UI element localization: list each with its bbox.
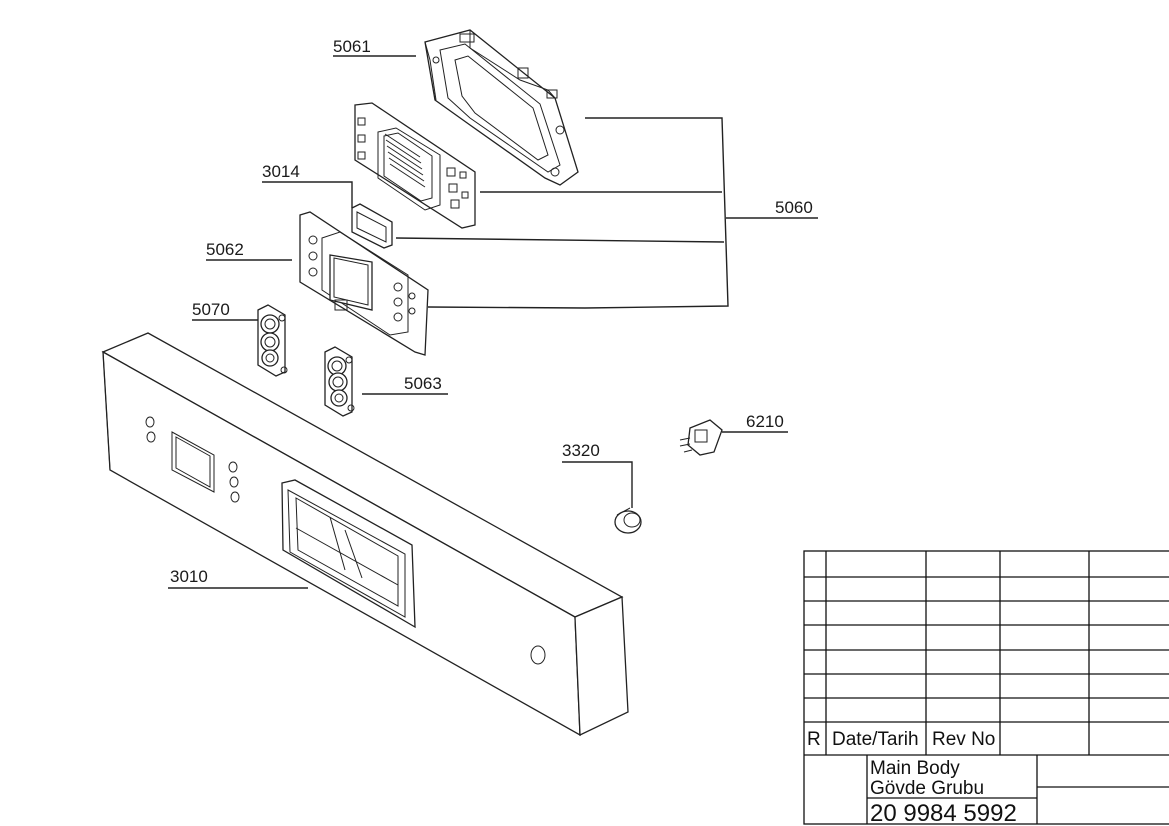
callout-3010: 3010: [170, 567, 208, 586]
callout-6210: 6210: [746, 412, 784, 431]
part-3014-window: [351, 203, 393, 249]
callout-5070: 5070: [192, 300, 230, 319]
callout-labels: 5061 3014 5062 5060 5070 5063 6210 3320 …: [170, 37, 813, 586]
rev-no-label: Rev No: [932, 729, 995, 750]
part-5062-display-bezel: [299, 211, 429, 356]
part-6210-switch: [679, 419, 723, 456]
callout-5061: 5061: [333, 37, 371, 56]
date-label: Date/Tarih: [832, 729, 919, 750]
title-line-1: Main Body: [870, 758, 960, 779]
callout-5060: 5060: [775, 198, 813, 217]
leader-lines: [168, 55, 818, 589]
callout-5063: 5063: [404, 374, 442, 393]
part-number: 20 9984 5992: [870, 800, 1017, 826]
rev-column-label: R: [807, 729, 821, 750]
part-3320-bush: [614, 507, 642, 534]
callout-3320: 3320: [562, 441, 600, 460]
pcb-board: [354, 102, 476, 229]
part-3010-control-panel: [101, 332, 629, 737]
part-5070-button-carrier: [257, 304, 288, 377]
title-line-2: Gövde Grubu: [870, 778, 984, 799]
callout-3014: 3014: [262, 162, 300, 181]
callout-5062: 5062: [206, 240, 244, 259]
part-5063-button-carrier: [324, 346, 355, 417]
part-5061-frame: [424, 29, 579, 186]
title-block: R Date/Tarih Rev No Main Body Gövde Grub…: [803, 550, 1169, 826]
